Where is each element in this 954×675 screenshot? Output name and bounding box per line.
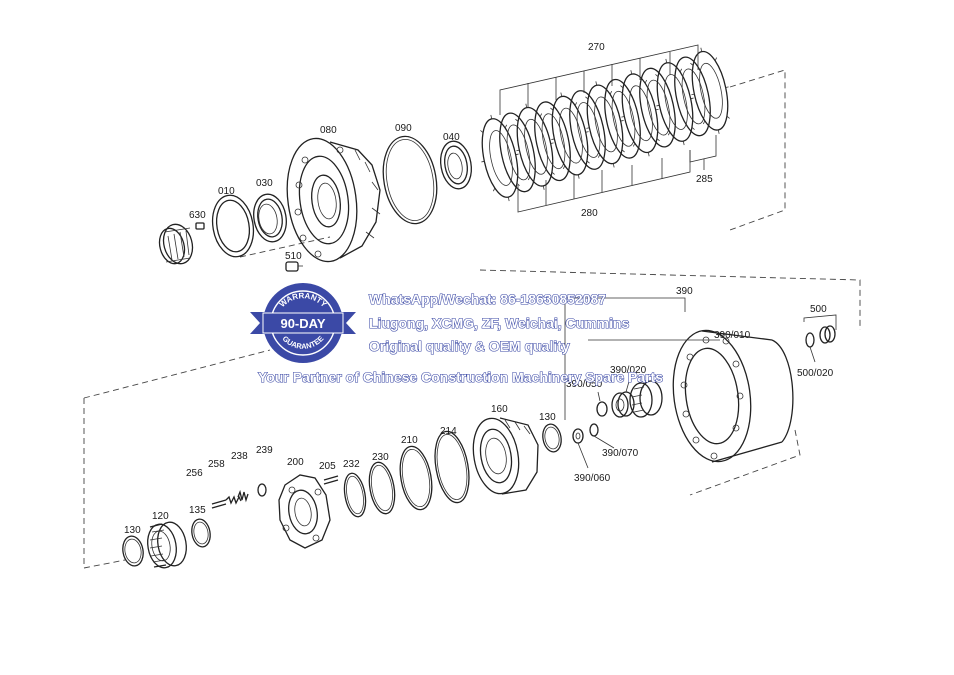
seal-center-text: 90-DAY <box>280 316 325 331</box>
part-510-screw <box>285 261 303 272</box>
label-239: 239 <box>256 445 273 456</box>
watermark-slogan: Your Partner of Chinese Construction Mac… <box>258 369 663 385</box>
label-130-left: 130 <box>124 525 141 536</box>
watermark-quality: Original quality & OEM quality <box>369 338 570 354</box>
label-270: 270 <box>588 42 605 53</box>
part-390-070-ring <box>589 423 599 437</box>
label-390-020: 390/020 <box>610 365 647 376</box>
part-130-ring-left <box>122 535 144 567</box>
part-258-spring <box>225 495 242 505</box>
watermark-contact: WhatsApp/Wechat: 86-18630852087 <box>369 291 606 307</box>
leaders-lower <box>564 297 837 469</box>
clutch-plate-inner <box>569 90 606 170</box>
clutch-plate-inner <box>639 67 676 148</box>
part-030-seal <box>253 193 287 243</box>
watermark-brands: Liugong, XCMG, ZF, Weichai, Cummins <box>369 315 630 331</box>
part-230-ring <box>368 461 396 515</box>
part-210-ring <box>399 445 433 511</box>
part-135-ring <box>191 518 211 548</box>
label-232: 232 <box>343 459 360 470</box>
clutch-plate-inner <box>674 56 711 137</box>
leaders-270-280-285 <box>499 44 717 213</box>
seal-center-band <box>262 312 344 334</box>
part-040-seal <box>440 140 472 190</box>
part-630-bearing <box>158 223 194 265</box>
label-090: 090 <box>395 123 412 134</box>
dashed-boundary <box>83 69 861 569</box>
label-230: 230 <box>372 452 389 463</box>
part-390-020-gear <box>629 380 663 418</box>
label-030: 030 <box>256 178 273 189</box>
part-500-020-oring <box>805 332 815 348</box>
part-205-screw <box>323 475 339 485</box>
clutch-plate-outer <box>480 114 520 202</box>
clutch-plate-stack <box>480 47 730 202</box>
part-390-060-washer <box>572 428 584 444</box>
part-labels: 270 080 090 040 010 030 630 510 285 280 … <box>124 42 834 536</box>
label-280: 280 <box>581 208 598 219</box>
clutch-plate-outer <box>620 70 660 157</box>
part-090-oring <box>382 135 438 225</box>
label-214: 214 <box>440 426 457 437</box>
label-390: 390 <box>676 286 693 297</box>
part-080-hub <box>286 137 381 263</box>
label-120: 120 <box>152 511 169 522</box>
part-500-cap <box>819 325 836 344</box>
label-285: 285 <box>696 174 713 185</box>
clutch-plate-inner <box>604 78 641 159</box>
label-010: 010 <box>218 186 235 197</box>
label-390-050: 390/050 <box>566 379 603 390</box>
watermark: WhatsApp/Wechat: 86-18630852087 Liugong,… <box>257 290 663 385</box>
part-239-ball <box>257 483 267 497</box>
clutch-plate-outer <box>690 47 730 134</box>
label-390-010: 390/010 <box>714 330 751 341</box>
label-256: 256 <box>186 468 203 479</box>
part-390-010-drum <box>672 329 794 463</box>
clutch-plate-outer <box>655 58 695 146</box>
label-210: 210 <box>401 435 418 446</box>
label-040: 040 <box>443 132 460 143</box>
warranty-seal: WARRANTY 90-DAY GUARANTEE <box>250 283 356 363</box>
part-232-ring <box>343 472 367 518</box>
part-630-screw <box>195 222 205 230</box>
part-238-spring <box>237 489 249 503</box>
label-510: 510 <box>285 251 302 262</box>
label-130-right: 130 <box>539 412 556 423</box>
label-205: 205 <box>319 461 336 472</box>
label-390-060: 390/060 <box>574 473 611 484</box>
label-500: 500 <box>810 304 827 315</box>
label-200: 200 <box>287 457 304 468</box>
part-160-housing <box>472 417 539 495</box>
clutch-plate-outer <box>585 81 625 168</box>
part-120-gear <box>147 521 187 569</box>
label-238: 238 <box>231 451 248 462</box>
part-214-ring <box>434 430 470 504</box>
clutch-plate-outer <box>515 103 555 190</box>
clutch-plate-inner <box>499 112 536 193</box>
label-390-070: 390/070 <box>602 448 639 459</box>
clutch-plate-inner <box>534 101 571 182</box>
part-256-pin <box>211 499 227 509</box>
part-200-carrier <box>278 474 331 549</box>
clutch-plate-outer <box>550 92 590 179</box>
label-160: 160 <box>491 404 508 415</box>
label-080: 080 <box>320 125 337 136</box>
label-258: 258 <box>208 459 225 470</box>
label-135: 135 <box>189 505 206 516</box>
part-010-ring <box>211 194 255 258</box>
part-130-ring-right <box>542 423 562 453</box>
part-390-050-ring <box>596 401 608 417</box>
label-500-020: 500/020 <box>797 368 834 379</box>
label-630: 630 <box>189 210 206 221</box>
